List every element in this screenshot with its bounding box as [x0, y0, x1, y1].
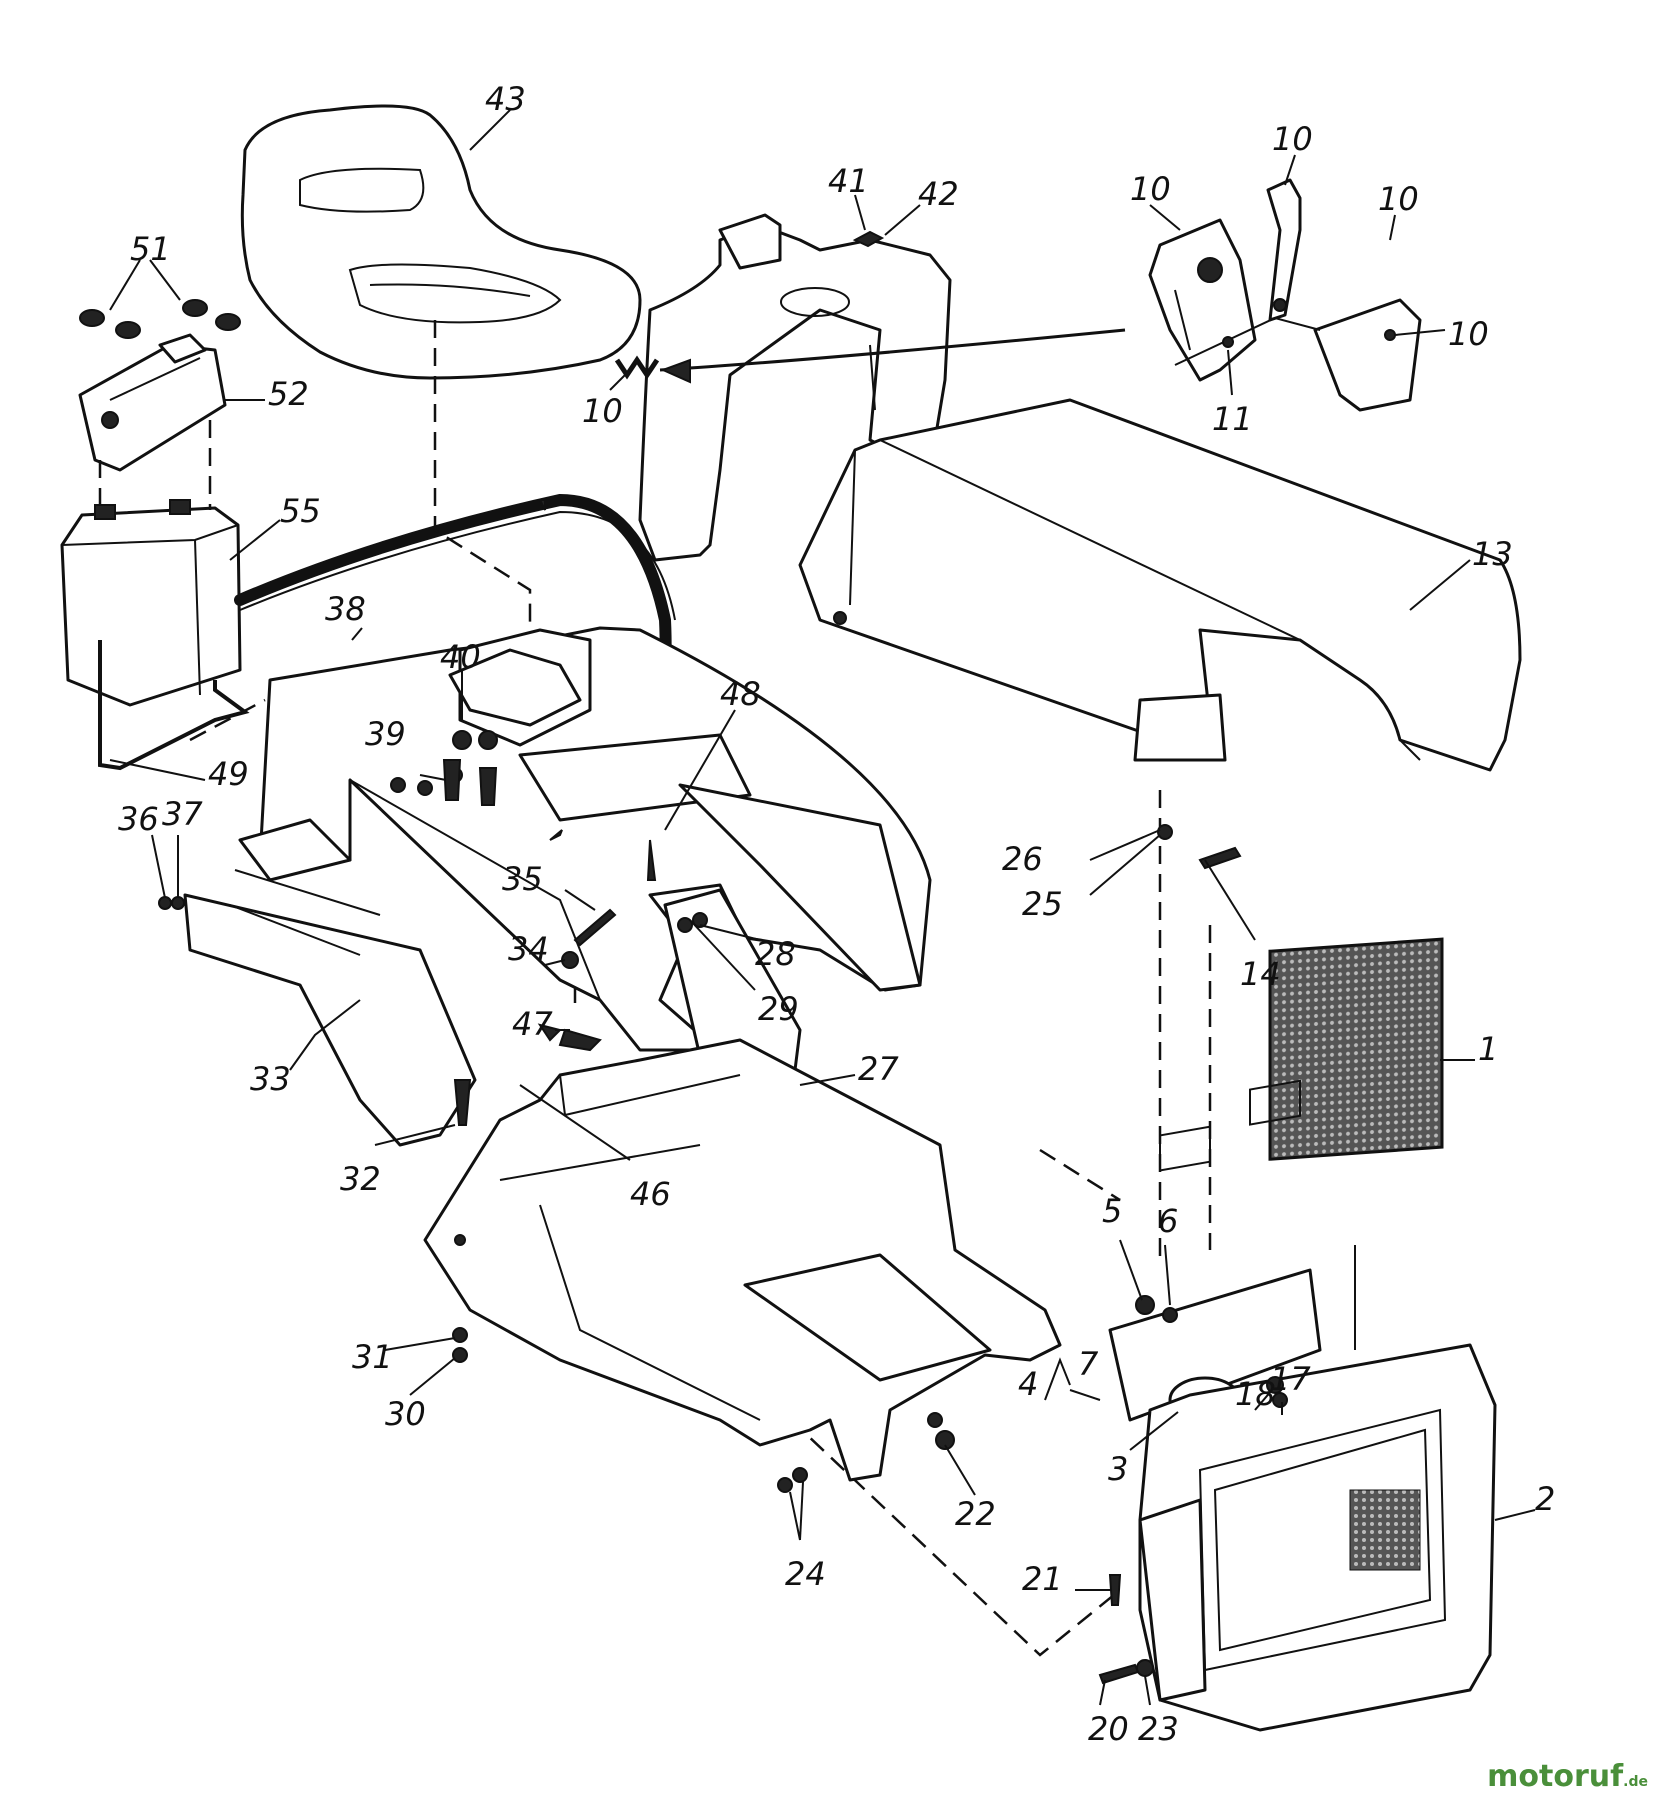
callout-10-spring: 10 — [582, 392, 623, 430]
watermark-brand: motoruf — [1487, 1759, 1624, 1794]
callout-14: 14 — [1240, 955, 1281, 993]
control-cover-plate — [1313, 298, 1422, 412]
seat — [240, 104, 642, 380]
site-watermark: motoruf.de — [1487, 1759, 1648, 1794]
cable-arrow-2 — [660, 358, 691, 384]
callout-2: 2 — [1535, 1480, 1555, 1518]
callout-30: 30 — [385, 1395, 426, 1433]
callout-3: 3 — [1108, 1450, 1128, 1488]
callout-55: 55 — [280, 492, 321, 530]
callout-37: 37 — [162, 795, 203, 833]
callout-33: 33 — [250, 1060, 291, 1098]
callout-13: 13 — [1472, 535, 1513, 573]
throttle-lever — [1266, 178, 1302, 322]
callout-39: 39 — [365, 715, 406, 753]
headlight-bracket — [1108, 1079, 1322, 1422]
callout-11: 11 — [1212, 400, 1253, 438]
callout-22: 22 — [955, 1495, 996, 1533]
callout-36: 36 — [118, 800, 159, 838]
callout-47: 47 — [512, 1005, 553, 1043]
callout-18: 18 — [1235, 1375, 1276, 1413]
battery-terminal-screws — [79, 299, 241, 339]
callout-34: 34 — [508, 930, 549, 968]
callout-26: 26 — [1002, 840, 1043, 878]
spring — [614, 355, 660, 380]
callout-51: 51 — [130, 230, 171, 268]
callout-48: 48 — [720, 675, 761, 713]
dash-panel — [638, 213, 952, 562]
battery — [60, 499, 242, 707]
callout-24: 24 — [785, 1555, 826, 1593]
front-nose — [1138, 1343, 1497, 1732]
throttle-control-bracket — [1148, 218, 1257, 382]
callout-27: 27 — [858, 1050, 899, 1088]
hood — [798, 398, 1522, 772]
callout-38: 38 — [325, 590, 366, 628]
callout-28: 28 — [755, 935, 796, 973]
callout-10-screw: 10 — [1448, 315, 1489, 353]
callout-17: 17 — [1270, 1360, 1311, 1398]
callout-10-lever: 10 — [1272, 120, 1313, 158]
callout-35: 35 — [502, 860, 543, 898]
callout-5: 5 — [1102, 1192, 1122, 1230]
watermark-tld: .de — [1623, 1774, 1648, 1790]
battery-hold-down-rod — [98, 640, 250, 771]
fasteners — [158, 499, 1288, 1685]
callout-23: 23 — [1138, 1710, 1179, 1748]
callout-10-bracket: 10 — [1130, 170, 1171, 208]
throttle-cable — [659, 328, 1126, 372]
callout-29: 29 — [758, 990, 799, 1028]
callout-40: 40 — [440, 638, 481, 676]
callout-21: 21 — [1022, 1560, 1063, 1598]
battery-cover — [78, 333, 227, 472]
callout-42: 42 — [918, 175, 959, 213]
callout-4: 4 — [1018, 1365, 1038, 1403]
callout-labels: 43 51 52 55 49 41 42 10 10 10 10 10 11 1… — [118, 80, 1555, 1748]
running-board — [183, 818, 477, 1147]
callout-6: 6 — [1158, 1202, 1178, 1240]
callout-52: 52 — [268, 375, 309, 413]
callout-32: 32 — [340, 1160, 381, 1198]
callout-43: 43 — [485, 80, 526, 118]
callout-49: 49 — [208, 755, 249, 793]
fender-pan — [258, 626, 932, 1052]
callout-10-plate: 10 — [1378, 180, 1419, 218]
callout-25: 25 — [1022, 885, 1063, 923]
callout-20: 20 — [1088, 1710, 1129, 1748]
leader-lines — [109, 109, 1536, 1706]
chassis-frame — [423, 1038, 1062, 1482]
callout-1: 1 — [1478, 1030, 1498, 1068]
seat-mount-bracket — [448, 648, 582, 750]
callout-41: 41 — [828, 162, 869, 200]
callout-7: 7 — [1078, 1345, 1099, 1383]
grille-mesh — [1268, 937, 1444, 1161]
callout-46: 46 — [630, 1175, 671, 1213]
callout-31: 31 — [352, 1338, 393, 1376]
bolts-39 — [442, 759, 498, 806]
